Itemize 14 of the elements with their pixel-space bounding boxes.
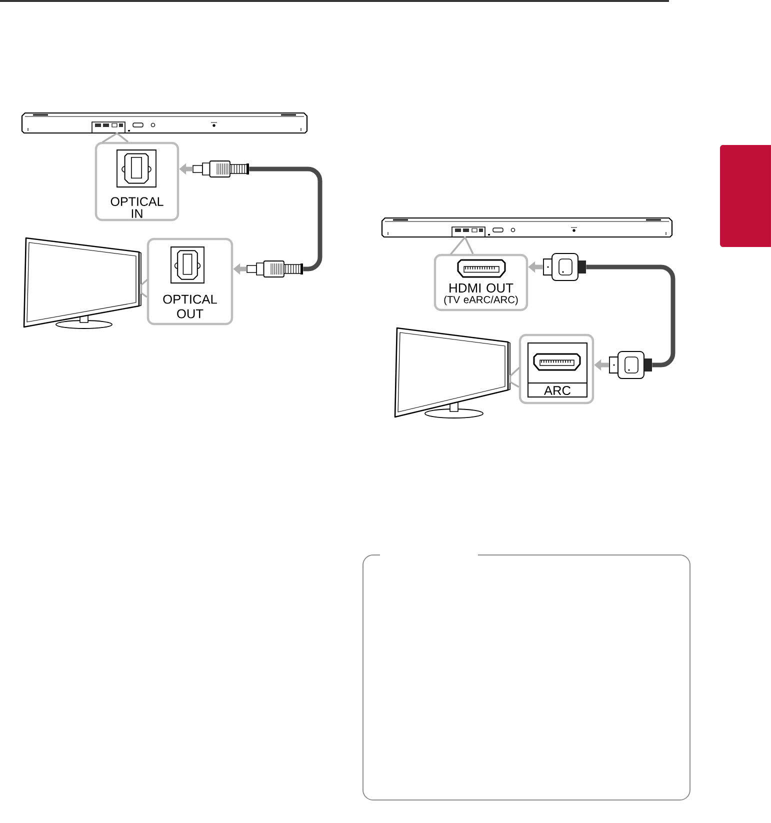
television xyxy=(394,327,510,418)
leader-line xyxy=(140,279,148,298)
optical-plug xyxy=(246,260,303,278)
optical-plug xyxy=(192,160,249,178)
hdmi-plug xyxy=(543,253,586,281)
leader-line xyxy=(509,367,520,388)
leader-line xyxy=(102,132,129,143)
soundbar xyxy=(381,217,673,238)
soundbar xyxy=(21,112,308,134)
cable xyxy=(249,166,322,272)
callout-box: OPTICAL OUT xyxy=(146,238,234,326)
leader-line xyxy=(450,236,474,255)
hdmi-plug xyxy=(609,351,652,379)
television xyxy=(23,237,142,329)
